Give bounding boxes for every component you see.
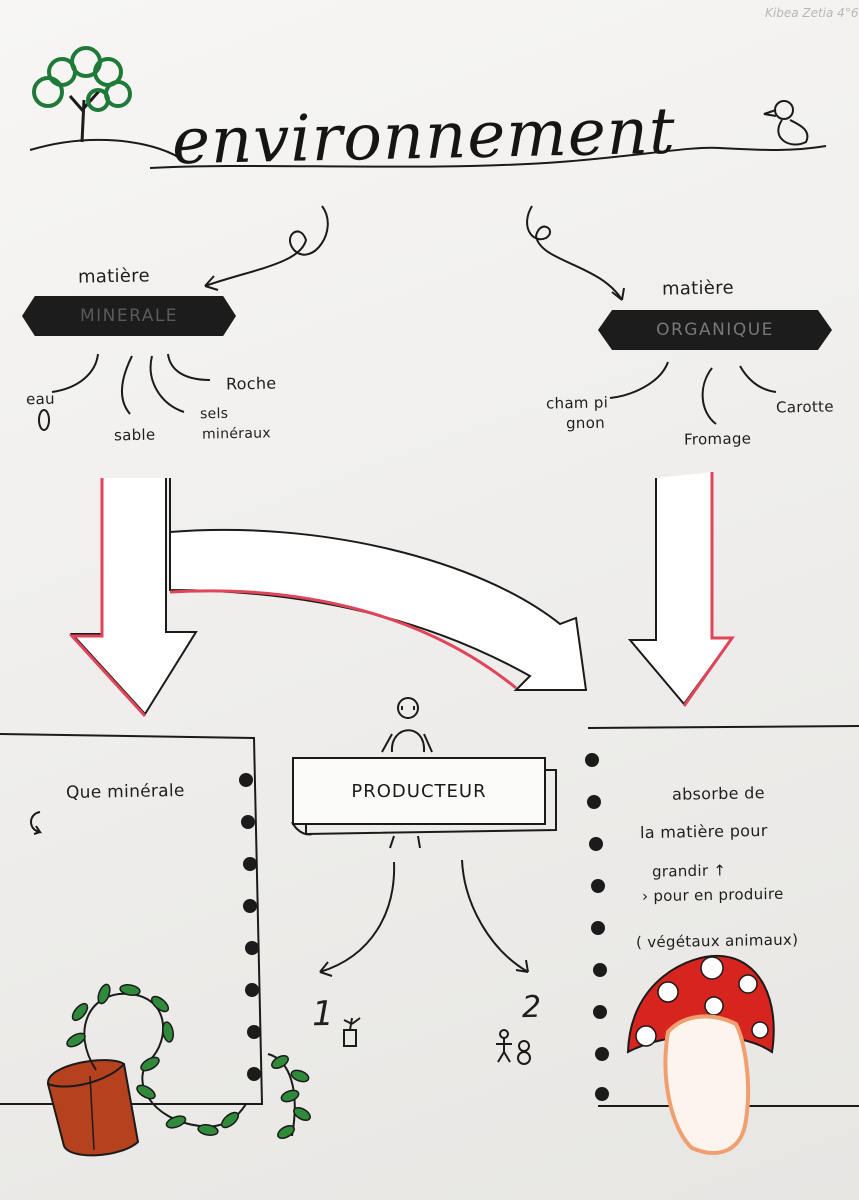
mineral-down-arrow [68,478,198,718]
producer-branch-arrows [319,859,529,977]
right-panel-line-3: grandir ↑ [651,861,727,881]
producer-label: PRODUCTEUR [351,780,487,802]
mineral-example-sable: sable [113,425,156,445]
bird-icon [763,100,809,146]
mineral-spokes [38,353,211,431]
organic-example-carotte: Carotte [775,397,834,417]
right-panel-line-5: ( végétaux animaux) [635,930,799,952]
mineral-example-roche: Roche [225,373,277,394]
vine-icon [66,983,311,1139]
organic-example-champi: cham pi [545,393,609,413]
mineral-example-mineraux: minéraux [201,425,272,443]
corner-note: Kibea Zetia 4°6 [765,6,859,20]
curly-arrow-organic [526,205,623,301]
right-panel-line-1: absorbe de [671,783,765,804]
organic-prefix: matière [661,277,735,300]
organic-spokes [609,361,777,425]
mineral-tag: MINERALE [22,296,236,336]
right-panel-line-2: la matière pour [639,820,768,843]
branch-1-number: 1 [311,993,335,1035]
curly-arrow-mineral [204,205,329,287]
people-doodle [496,1029,531,1065]
mineral-example-sels: sels [199,405,229,423]
title-swash [149,145,827,169]
curved-arrow-to-producer [169,478,588,691]
page-title: environnement [171,94,677,180]
right-panel-line-4: › pour en produire [641,884,784,906]
seedling-doodle [343,1017,361,1047]
scalloped-edges [239,753,609,1101]
organic-down-arrow [627,472,735,707]
organic-example-gnon: gnon [565,413,606,433]
left-panel-text: Que minérale [65,780,185,804]
mineral-prefix: matière [77,265,151,288]
plant-pot-icon [46,1059,140,1157]
producer-box: PRODUCTEUR [292,757,546,825]
mushroom-icon [626,954,775,1155]
stick-figure-icon [381,697,433,849]
organic-example-fromage: Fromage [683,429,752,449]
mineral-example-eau: eau [25,389,55,409]
swirl-mark [30,811,43,835]
tree-icon [29,46,181,159]
branch-2-number: 2 [521,989,542,1026]
organic-tag: ORGANIQUE [598,310,832,350]
